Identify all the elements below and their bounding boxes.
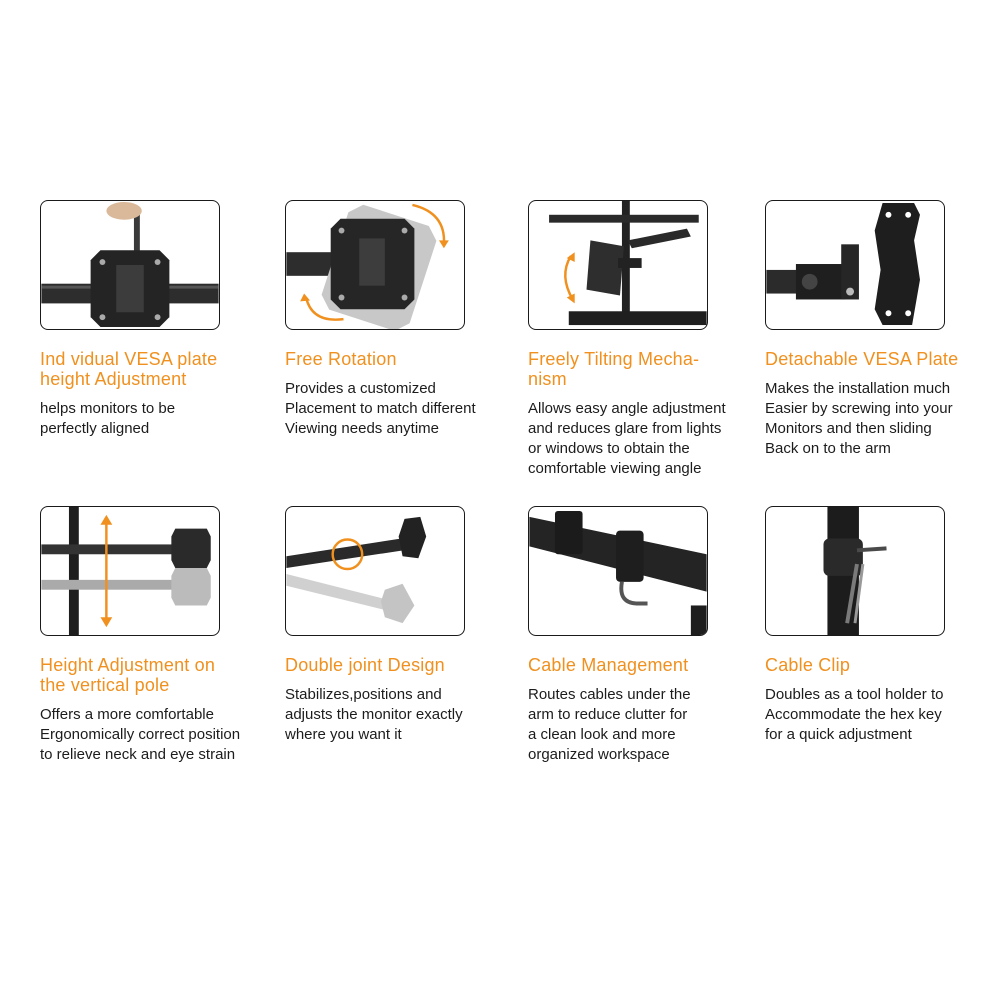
- feature-title: Cable Management: [528, 655, 689, 675]
- feature-description: Stabilizes,positions and adjusts the mon…: [285, 686, 463, 743]
- feature-title: Double joint Design: [285, 655, 445, 675]
- feature-description: Offers a more comfortable Ergonomically …: [40, 706, 241, 763]
- feature-description: Allows easy angle adjustment and reduces…: [528, 400, 726, 477]
- feature-card-free-rotation: Free Rotation Provides a customized Plac…: [285, 200, 510, 439]
- feature-card-double-joint: Double joint Design Stabilizes,positions…: [285, 506, 510, 745]
- feature-title: Cable Clip: [765, 655, 851, 675]
- vesa-plate-hand-adjustment-image: [40, 200, 220, 330]
- feature-card-tilting: Freely Tilting Mecha- nism Allows easy a…: [528, 200, 753, 479]
- hex-key-cable-clip-image: [765, 506, 945, 636]
- feature-card-cable-clip: Cable Clip Doubles as a tool holder to A…: [765, 506, 990, 745]
- cable-management-clip-image: [528, 506, 708, 636]
- feature-description: Makes the installation much Easier by sc…: [765, 380, 953, 457]
- feature-card-cable-management: Cable Management Routes cables under the…: [528, 506, 753, 765]
- feature-title: Height Adjustment on the vertical pole: [40, 655, 216, 695]
- feature-title: Detachable VESA Plate: [765, 349, 959, 369]
- detached-vesa-plate-image: [765, 200, 945, 330]
- rotating-vesa-plate-image: [285, 200, 465, 330]
- pole-height-adjustment-image: [40, 506, 220, 636]
- double-joint-arm-image: [285, 506, 465, 636]
- feature-title: Ind vidual VESA plate height Adjustment: [40, 349, 218, 389]
- feature-title: Free Rotation: [285, 349, 397, 369]
- feature-description: Doubles as a tool holder to Accommodate …: [765, 686, 944, 743]
- feature-card-pole-height: Height Adjustment on the vertical pole O…: [40, 506, 265, 765]
- feature-title: Freely Tilting Mecha- nism: [528, 349, 700, 389]
- feature-description: helps monitors to be perfectly aligned: [40, 400, 176, 437]
- tilting-mount-stand-image: [528, 200, 708, 330]
- feature-card-vesa-height: Ind vidual VESA plate height Adjustment …: [40, 200, 265, 439]
- feature-card-detachable: Detachable VESA Plate Makes the installa…: [765, 200, 990, 459]
- feature-description: Routes cables under the arm to reduce cl…: [528, 686, 691, 763]
- feature-description: Provides a customized Placement to match…: [285, 380, 476, 437]
